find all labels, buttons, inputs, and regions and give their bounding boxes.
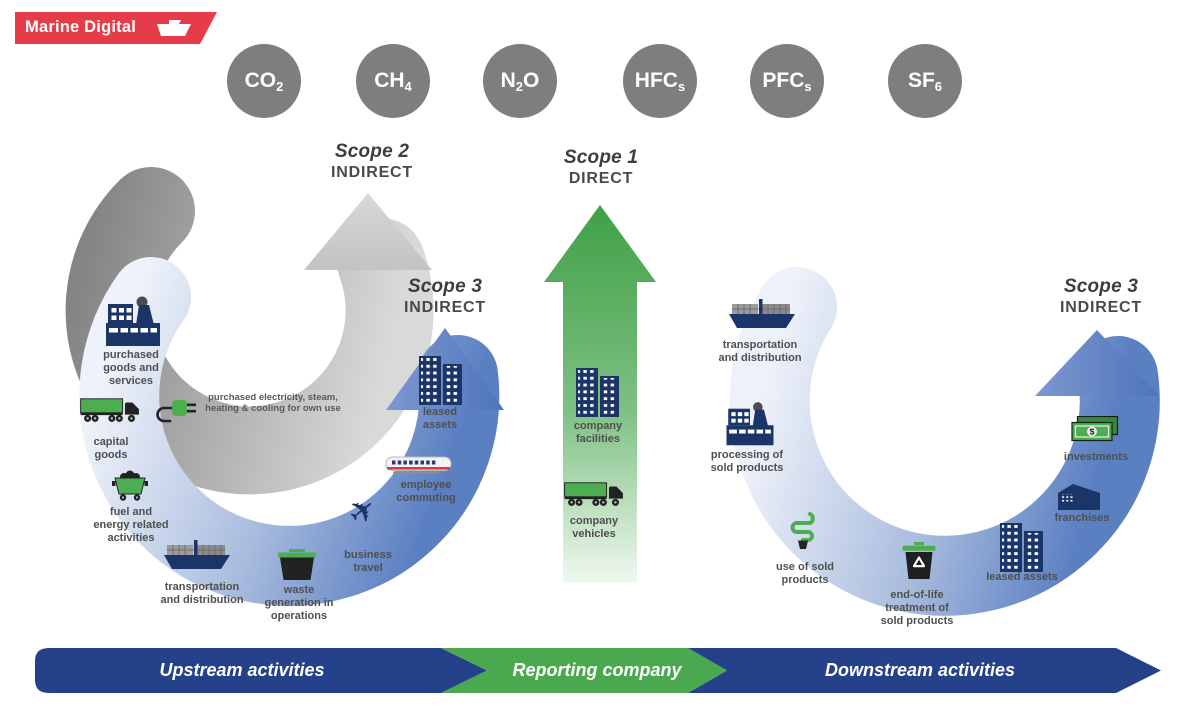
gas-label: SF6 (907, 69, 943, 94)
use-of-sold-label: use of sold products (775, 561, 835, 586)
company-vehicles-label: company vehicles (569, 515, 619, 540)
recycle-bin-icon (901, 542, 937, 580)
marine-digital-logo: Marine Digital (15, 12, 219, 44)
footer-downstream-label: Downstream activities (824, 660, 1016, 680)
transportation-upstream-label: transportation and distribution (160, 581, 244, 606)
cargo-ship-icon (729, 299, 795, 331)
processing-label: processing of sold products (710, 449, 784, 474)
cargo-ship-icon (164, 540, 230, 572)
logo-banner (15, 12, 217, 44)
buildings-icon (575, 368, 621, 418)
gas-label: N2O (500, 69, 540, 94)
train-icon (385, 452, 453, 478)
scope3-downstream-arrowhead (1035, 330, 1159, 396)
logo-ship-icon (157, 20, 191, 36)
scope2-heading: Scope 2 INDIRECT (331, 141, 413, 182)
factory-icon (101, 294, 165, 348)
gas-circle-n2o: N2O (483, 44, 557, 118)
scope3-upstream-heading: Scope 3 INDIRECT (404, 276, 486, 317)
gas-label: PFCs (762, 69, 812, 94)
scope1-title: Scope 1 (563, 147, 639, 168)
scope1-kind: DIRECT (568, 170, 634, 187)
footer-upstream-shape (35, 648, 487, 693)
gas-label: HFCs (634, 69, 686, 94)
fuel-energy-label: fuel and energy related activities (93, 506, 169, 544)
mine-cart-icon (112, 468, 148, 502)
footer-upstream-label: Upstream activities (159, 660, 325, 680)
buildings-icon (999, 523, 1045, 573)
scope3-downstream-kind: INDIRECT (1060, 299, 1142, 316)
money-icon (1071, 416, 1119, 446)
gas-circle-co2: CO2 (227, 44, 301, 118)
capital-goods-label: capital goods (93, 436, 129, 461)
factory-icon (722, 400, 778, 447)
purchased-goods-label: purchased goods and services (103, 349, 159, 387)
buildings-icon (418, 356, 464, 406)
footer-reporting-label: Reporting company (512, 660, 682, 680)
scope3-upstream-title: Scope 3 (407, 276, 483, 297)
gas-label: CO2 (244, 69, 284, 94)
truck-icon (80, 396, 140, 424)
end-of-life-label: end-of-life treatment of sold products (880, 589, 954, 627)
scope3-downstream-heading: Scope 3 INDIRECT (1060, 276, 1142, 317)
scope1-heading: Scope 1 DIRECT (564, 147, 638, 188)
leased-assets-downstream-label: leased assets (986, 571, 1058, 583)
footer-downstream-shape (688, 648, 1161, 693)
leased-assets-upstream-label: leased assets (422, 406, 458, 431)
footer-reporting-shape (441, 648, 727, 693)
logo-text: Marine Digital (25, 18, 136, 36)
business-travel-label: business travel (344, 549, 392, 574)
employee-commuting-label: employee commuting (396, 479, 456, 504)
gas-circle-ch4: CH4 (356, 44, 430, 118)
cfl-bulb-icon (787, 510, 819, 550)
scope2-arrowhead (304, 193, 432, 270)
gas-circle-hfcs: HFCs (623, 44, 697, 118)
gas-circle-pfcs: PFCs (750, 44, 824, 118)
company-facilities-label: company facilities (573, 420, 623, 445)
franchises-label: franchises (1054, 512, 1110, 524)
scope3-upstream-arc (79, 257, 500, 606)
purchased-electricity-label: purchased electricity, steam, heating & … (205, 392, 341, 415)
gas-circle-sf6: SF6 (888, 44, 962, 118)
scope3-downstream-arc (729, 267, 1160, 616)
scope3-upstream-kind: INDIRECT (404, 299, 486, 316)
investments-label: investments (1063, 451, 1129, 463)
waste-generation-label: waste generation in operations (264, 584, 334, 622)
scope2-kind: INDIRECT (331, 164, 413, 181)
scope2-title: Scope 2 (334, 141, 410, 162)
dumpster-icon (277, 549, 317, 581)
transportation-downstream-label: transportation and distribution (718, 339, 802, 364)
plug-icon (152, 392, 198, 424)
warehouse-icon (1057, 481, 1101, 511)
truck-icon (564, 480, 624, 508)
gas-label: CH4 (374, 69, 412, 94)
scope3-downstream-title: Scope 3 (1063, 276, 1139, 297)
